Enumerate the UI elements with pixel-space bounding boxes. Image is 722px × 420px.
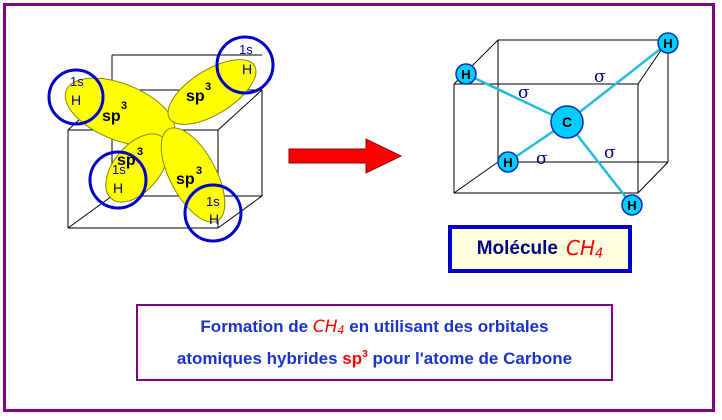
svg-text:1s: 1s bbox=[239, 42, 253, 57]
svg-text:3: 3 bbox=[121, 100, 127, 112]
lobe-lower-right bbox=[160, 127, 226, 223]
circle-1s-lower-right bbox=[183, 183, 243, 243]
svg-text:sp: sp bbox=[117, 152, 136, 169]
svg-text:1s: 1s bbox=[112, 162, 126, 177]
circle-1s-upper-left bbox=[47, 68, 105, 126]
left-labels: sp 3 sp 3 sp 3 sp 3 1s H 1s H 1s H 1s H bbox=[70, 42, 253, 227]
circle-1s-upper-right bbox=[215, 35, 275, 95]
caption-line-1: Formation de CH4 en utilisant des orbita… bbox=[200, 317, 549, 338]
atom-carbon bbox=[550, 105, 584, 139]
svg-text:H: H bbox=[461, 67, 470, 82]
atom-labels: C H H H H bbox=[461, 36, 672, 213]
svg-text:H: H bbox=[242, 61, 252, 77]
svg-text:σ: σ bbox=[604, 143, 616, 163]
caption-formula: CH4 bbox=[312, 317, 345, 338]
atom-h-lower-left bbox=[497, 151, 519, 173]
atom-h-upper-right bbox=[657, 32, 679, 54]
sp3-lobes bbox=[64, 59, 257, 223]
sigma-labels: σ σ σ σ bbox=[518, 67, 616, 169]
svg-text:3: 3 bbox=[137, 146, 143, 158]
svg-text:sp: sp bbox=[186, 88, 205, 105]
reaction-arrow bbox=[288, 138, 403, 174]
outer-frame bbox=[3, 3, 715, 412]
svg-text:σ: σ bbox=[536, 149, 548, 169]
s-orbital-circles bbox=[47, 35, 275, 243]
svg-text:sp: sp bbox=[102, 108, 121, 125]
svg-text:sp: sp bbox=[176, 171, 195, 188]
molecule-formula: CH4 bbox=[566, 236, 604, 262]
svg-text:1s: 1s bbox=[206, 194, 220, 209]
caption-line-2: atomiques hybrides sp3 pour l'atome de C… bbox=[176, 348, 573, 368]
circle-1s-lower-left bbox=[88, 150, 148, 210]
atom-h-lower-right bbox=[621, 194, 643, 216]
atoms bbox=[455, 32, 679, 216]
caption-box: Formation de CH4 en utilisant des orbita… bbox=[136, 304, 613, 381]
svg-text:H: H bbox=[627, 198, 636, 213]
svg-text:C: C bbox=[562, 114, 572, 130]
svg-text:σ: σ bbox=[518, 83, 530, 103]
svg-text:H: H bbox=[503, 155, 512, 170]
svg-text:1s: 1s bbox=[70, 74, 84, 89]
molecule-label-box: Molécule CH4 bbox=[448, 225, 632, 273]
svg-text:H: H bbox=[663, 36, 672, 51]
svg-text:H: H bbox=[113, 180, 123, 196]
caption-hybrid: sp3 bbox=[342, 348, 368, 368]
atom-h-left bbox=[455, 63, 477, 85]
svg-text:3: 3 bbox=[196, 165, 202, 177]
svg-text:H: H bbox=[71, 92, 81, 108]
molecule-label: Molécule bbox=[476, 238, 558, 259]
lobe-upper-right bbox=[167, 59, 257, 125]
svg-text:3: 3 bbox=[205, 81, 211, 93]
svg-text:σ: σ bbox=[594, 67, 606, 87]
svg-text:H: H bbox=[209, 211, 219, 227]
